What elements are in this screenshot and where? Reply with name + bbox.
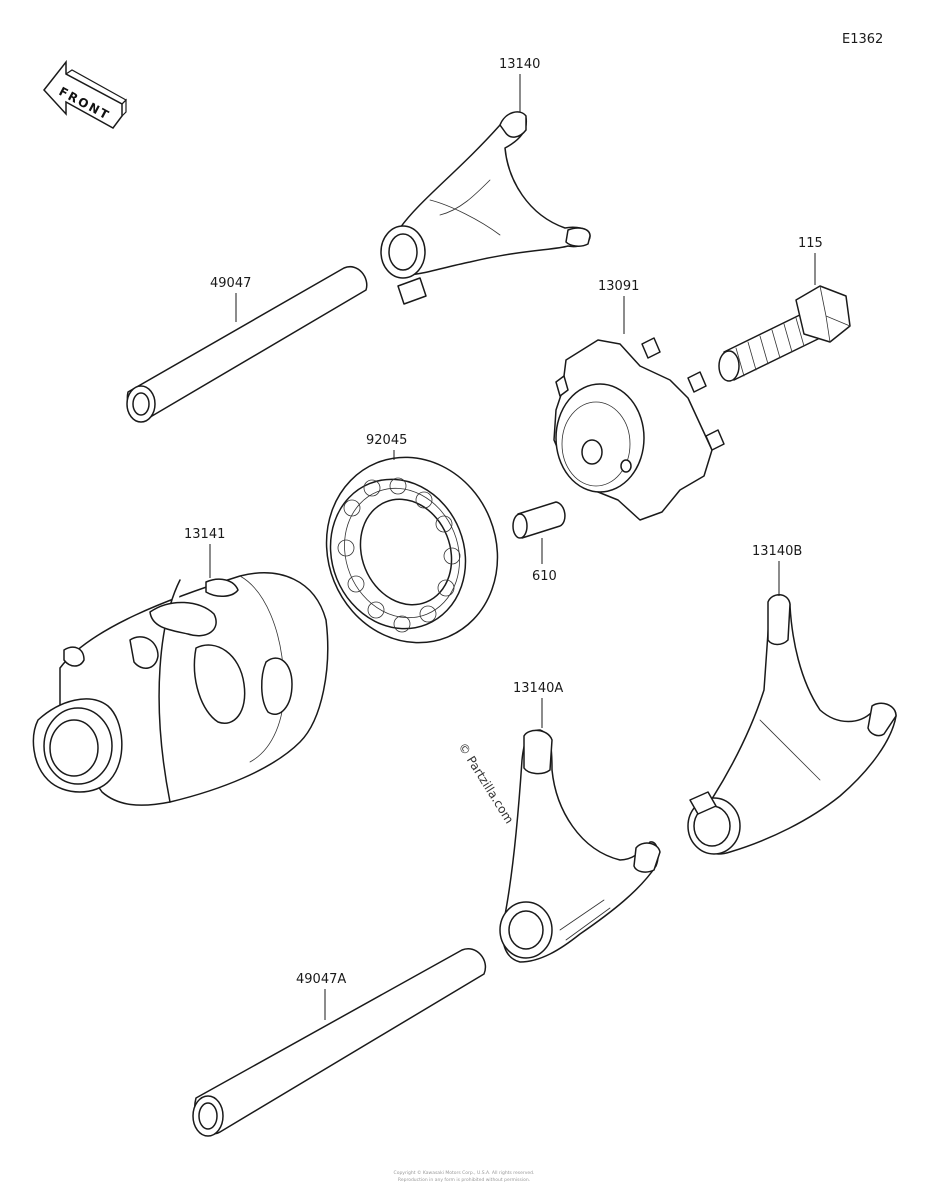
part-92045-bearing[interactable] <box>299 431 525 668</box>
part-610-pin[interactable] <box>512 501 566 539</box>
front-arrow-icon: FRONT <box>43 59 127 129</box>
label-49047: 49047 <box>210 276 251 291</box>
part-13140A-shift-fork[interactable] <box>499 729 661 963</box>
part-49047A-shaft[interactable] <box>192 947 487 1137</box>
diagram-code: E1362 <box>842 32 883 47</box>
part-13140B-shift-fork[interactable] <box>687 594 897 855</box>
label-92045: 92045 <box>366 433 407 448</box>
footer-line-2: Reproduction in any form is prohibited w… <box>398 1177 530 1183</box>
part-115-bolt[interactable] <box>718 285 851 382</box>
part-13141-shift-drum[interactable] <box>32 572 329 806</box>
label-13140: 13140 <box>499 57 540 72</box>
label-13140B: 13140B <box>752 544 802 559</box>
label-115: 115 <box>798 236 823 251</box>
label-13091: 13091 <box>598 279 639 294</box>
part-13140-shift-fork[interactable] <box>380 111 591 305</box>
label-13140A: 13140A <box>513 681 563 696</box>
part-49047-shaft[interactable] <box>126 265 368 423</box>
watermark: © Partzilla.com <box>455 740 516 826</box>
label-610: 610 <box>532 569 557 584</box>
label-49047A: 49047A <box>296 972 346 987</box>
part-13091-drum-plate[interactable] <box>553 337 725 521</box>
label-13141: 13141 <box>184 527 225 542</box>
footer-line-1: Copyright © Kawasaki Motors Corp., U.S.A… <box>394 1169 535 1176</box>
